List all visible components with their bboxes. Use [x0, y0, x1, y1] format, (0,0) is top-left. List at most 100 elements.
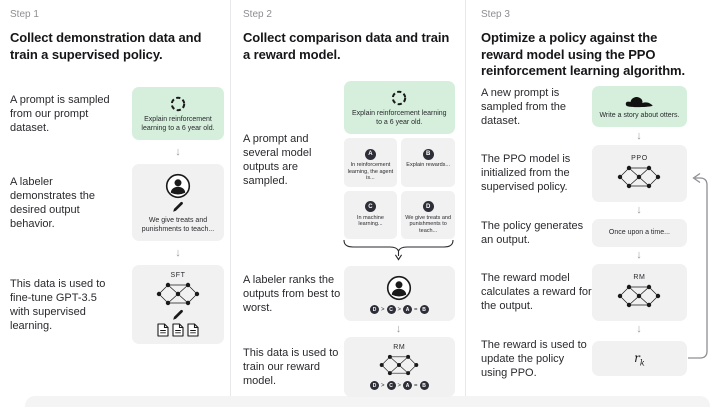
step-1-sft-node: SFT — [132, 265, 224, 344]
step-2-text-rm: This data is used to train our reward mo… — [243, 347, 339, 387]
letter-badge-b: B — [422, 148, 434, 160]
letter-badge-c: C — [364, 201, 376, 212]
step-3-ppo-node: PPO — [591, 144, 687, 202]
ranking-row: D > C > A = B — [349, 381, 450, 390]
step-1-text-prompt: A prompt is sampled from our prompt data… — [10, 93, 110, 134]
otter-icon — [597, 95, 682, 108]
flow-arrow: ↓ — [481, 128, 687, 145]
step-3-row-rm: The reward model calculates a reward for… — [481, 263, 687, 321]
step-1-column: Step 1 Collect demonstration data and tr… — [0, 0, 230, 407]
step-2-heading: Collect comparison data and train a rewa… — [243, 30, 450, 62]
letter-badge: B — [419, 381, 429, 390]
cycle-icon — [349, 90, 450, 106]
labeler-icon — [349, 275, 450, 301]
rank-separator: > — [397, 382, 402, 389]
rank-separator: > — [381, 382, 385, 389]
pencil-icon — [137, 201, 219, 213]
sft-label: SFT — [170, 272, 186, 279]
step-3-prompt-node: Write a story about otters. — [591, 86, 687, 127]
letter-badge: C — [386, 305, 396, 314]
column-divider — [230, 0, 231, 407]
step-1-prompt-node: Explain reinforcement learning to a 6 ye… — [132, 87, 224, 140]
arrow-down-icon: ↓ — [636, 322, 642, 335]
prompt-caption: Explain reinforcement learning to a 6 ye… — [141, 116, 215, 132]
column-divider — [465, 0, 466, 407]
rank-separator: = — [414, 382, 418, 389]
output-c: C In machine learning... — [343, 190, 398, 239]
network-icon — [349, 353, 450, 377]
step-1-labeler-node: We give treats and punishments to teach.… — [132, 164, 224, 241]
step-2-sampling-node: Explain reinforcement learning to a 6 ye… — [343, 81, 455, 239]
network-icon — [597, 164, 682, 190]
rank-separator: = — [414, 306, 418, 313]
rm-model-box: RM D > C > A = B — [343, 337, 455, 397]
prompt-caption: Explain reinforcement learning to a 6 ye… — [352, 110, 447, 126]
labeler-icon — [137, 173, 219, 199]
step-3-row-ppo: The PPO model is initialized from the su… — [481, 144, 687, 202]
step-1-label: Step 1 — [10, 9, 39, 20]
arrow-down-icon: ↓ — [636, 203, 642, 216]
step-1-row-prompt: A prompt is sampled from our prompt data… — [10, 87, 224, 140]
merge-arrow — [243, 239, 455, 266]
step-3-text-output: The policy generates an output. — [481, 219, 584, 246]
rm-label: RM — [633, 273, 646, 281]
step-2-row-ranking: A labeler ranks the outputs from best to… — [243, 266, 455, 321]
rm-label: RM — [393, 344, 406, 351]
step-3-text-reward: The reward is used to update the policy … — [481, 338, 587, 379]
rank-separator: > — [381, 306, 385, 313]
rank-separator: > — [397, 306, 402, 313]
flow-arrow: ↓ — [481, 202, 687, 219]
step-3-row-output: The policy generates an output. Once upo… — [481, 218, 687, 247]
reward-box: rk — [591, 341, 687, 376]
arrow-down-icon: ↓ — [636, 248, 642, 261]
step-3-heading: Optimize a policy against the reward mod… — [481, 30, 686, 78]
arrow-down-icon: ↓ — [636, 129, 642, 142]
output-d: D We give treats and punishments to teac… — [401, 190, 455, 239]
step-2-labeler-node: D > C > A = B — [343, 266, 455, 321]
flow-arrow: ↓ — [10, 140, 224, 164]
step-3-text-rm: The reward model calculates a reward for… — [481, 272, 592, 312]
step-2-rm-node: RM D > C > A = B — [343, 337, 455, 397]
next-section-edge — [25, 396, 710, 407]
flow-arrow: ↓ — [481, 321, 687, 338]
letter-badge: D — [370, 305, 380, 314]
prompt-caption: Write a story about otters. — [599, 112, 680, 119]
arrow-down-icon: ↓ — [175, 247, 181, 259]
model-outputs-grid: A In reinforcement learning, the agent i… — [343, 138, 455, 239]
step-2-row-sampling: A prompt and several model outputs are s… — [243, 81, 455, 239]
step-3-label: Step 3 — [481, 9, 510, 20]
output-c-text: In machine learning... — [356, 214, 384, 228]
labeler-box: We give treats and punishments to teach.… — [132, 164, 224, 241]
letter-badge: A — [403, 381, 413, 390]
prompt-box: Explain reinforcement learning to a 6 ye… — [132, 87, 224, 140]
output-caption: Once upon a time... — [608, 228, 670, 236]
letter-badge: A — [403, 305, 413, 314]
ranking-box: D > C > A = B — [343, 266, 455, 321]
step-3-rm-node: RM — [591, 263, 687, 321]
step-3-text-ppo: The PPO model is initialized from the su… — [481, 153, 571, 193]
output-d-text: We give treats and punishments to teach.… — [405, 214, 452, 234]
reward-symbol: rk — [634, 351, 645, 368]
arrow-down-icon: ↓ — [395, 323, 402, 335]
network-icon — [137, 281, 219, 307]
prompt-box: Write a story about otters. — [591, 86, 687, 127]
flow-arrow: ↓ — [243, 321, 455, 337]
step-3-reward-node: rk — [591, 341, 687, 376]
labeler-caption: We give treats and punishments to teach.… — [141, 217, 215, 233]
letter-badge-d: D — [422, 201, 434, 212]
step-1-row-sft: This data is used to fine-tune GPT-3.5 w… — [10, 265, 224, 344]
letter-badge: B — [419, 305, 429, 314]
step-1-text-labeler: A labeler demonstrates the desired outpu… — [10, 175, 95, 230]
step-2-text-ranking: A labeler ranks the outputs from best to… — [243, 273, 341, 314]
documents-icon — [137, 323, 219, 337]
output-a: A In reinforcement learning, the agent i… — [343, 138, 398, 187]
output-a-text: In reinforcement learning, the agent is.… — [347, 162, 394, 181]
output-b: B Explain rewards... — [401, 138, 455, 187]
letter-badge: C — [386, 381, 396, 390]
ranking-row: D > C > A = B — [349, 305, 450, 314]
output-b-text: Explain rewards... — [406, 162, 450, 168]
step-2-text-sampling: A prompt and several model outputs are s… — [243, 133, 312, 187]
arrow-down-icon: ↓ — [175, 146, 181, 158]
step-3-row-prompt: A new prompt is sampled from the dataset… — [481, 86, 687, 128]
